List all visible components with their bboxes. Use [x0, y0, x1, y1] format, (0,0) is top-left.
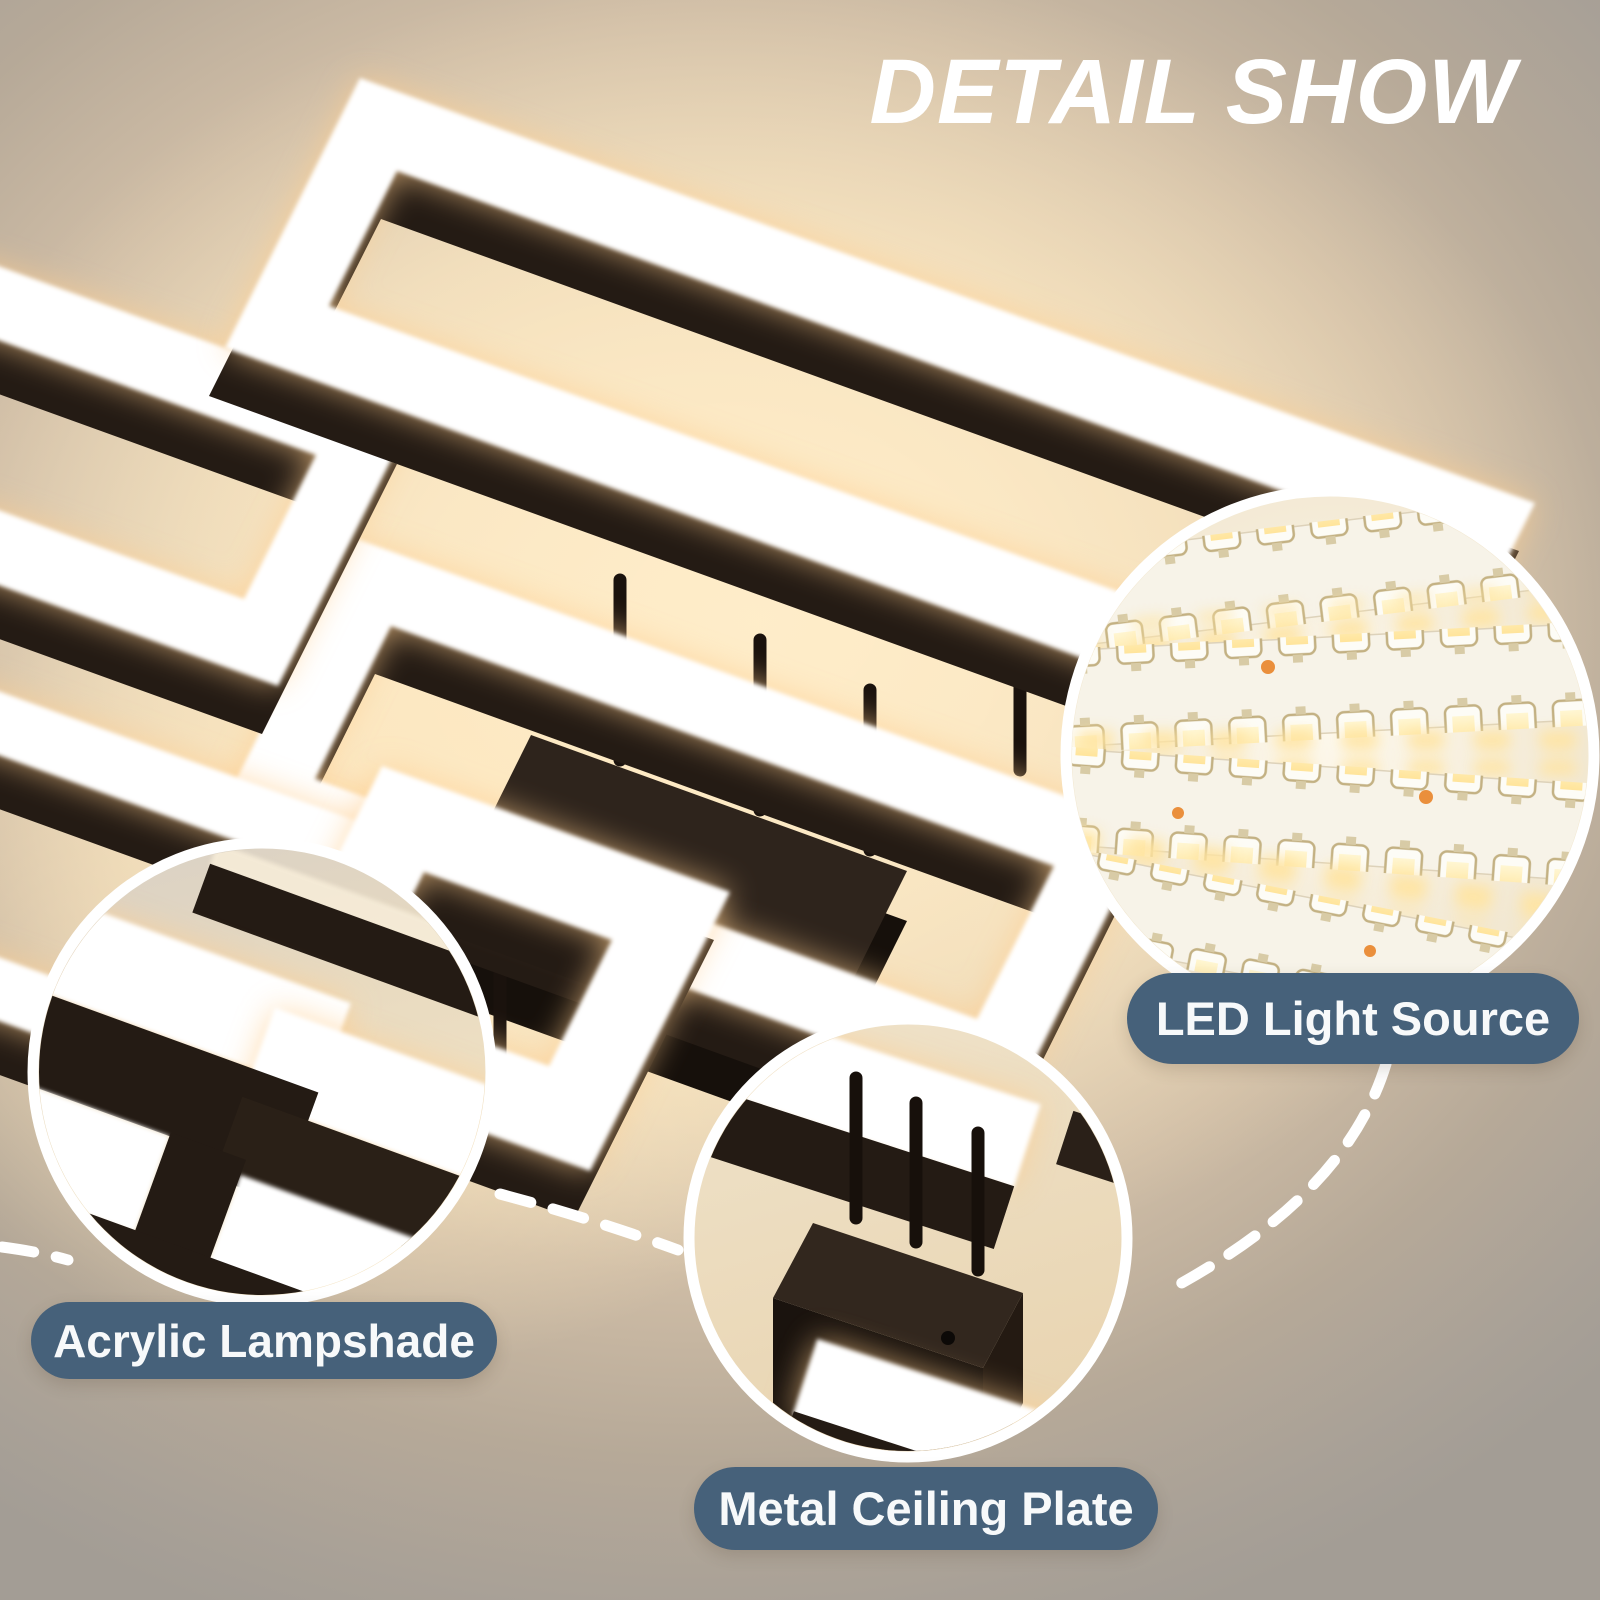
callout-label-metal: Metal Ceiling Plate: [694, 1467, 1158, 1550]
callout-circle-metal: [683, 1013, 1133, 1463]
metal-plate-macro-photo: [695, 1025, 1121, 1451]
callout-label-acrylic: Acrylic Lampshade: [31, 1302, 497, 1379]
connector-left-edge: [0, 1241, 74, 1266]
callout-label-led: LED Light Source: [1127, 973, 1579, 1064]
connector-led-metal: [1174, 1058, 1392, 1290]
callout-label-metal-text: Metal Ceiling Plate: [718, 1482, 1134, 1535]
ceiling-lamp: [0, 78, 1535, 1219]
metal-circle-ring: [683, 1013, 1133, 1463]
page-title: DETAIL SHOW: [869, 41, 1516, 143]
callout-label-led-text: LED Light Source: [1155, 992, 1551, 1045]
connector-acrylic-metal: [494, 1188, 684, 1256]
acrylic-circle-ring: [27, 837, 497, 1307]
callout-label-acrylic-text: Acrylic Lampshade: [53, 1314, 475, 1367]
lamp-frame-left: [0, 266, 413, 734]
